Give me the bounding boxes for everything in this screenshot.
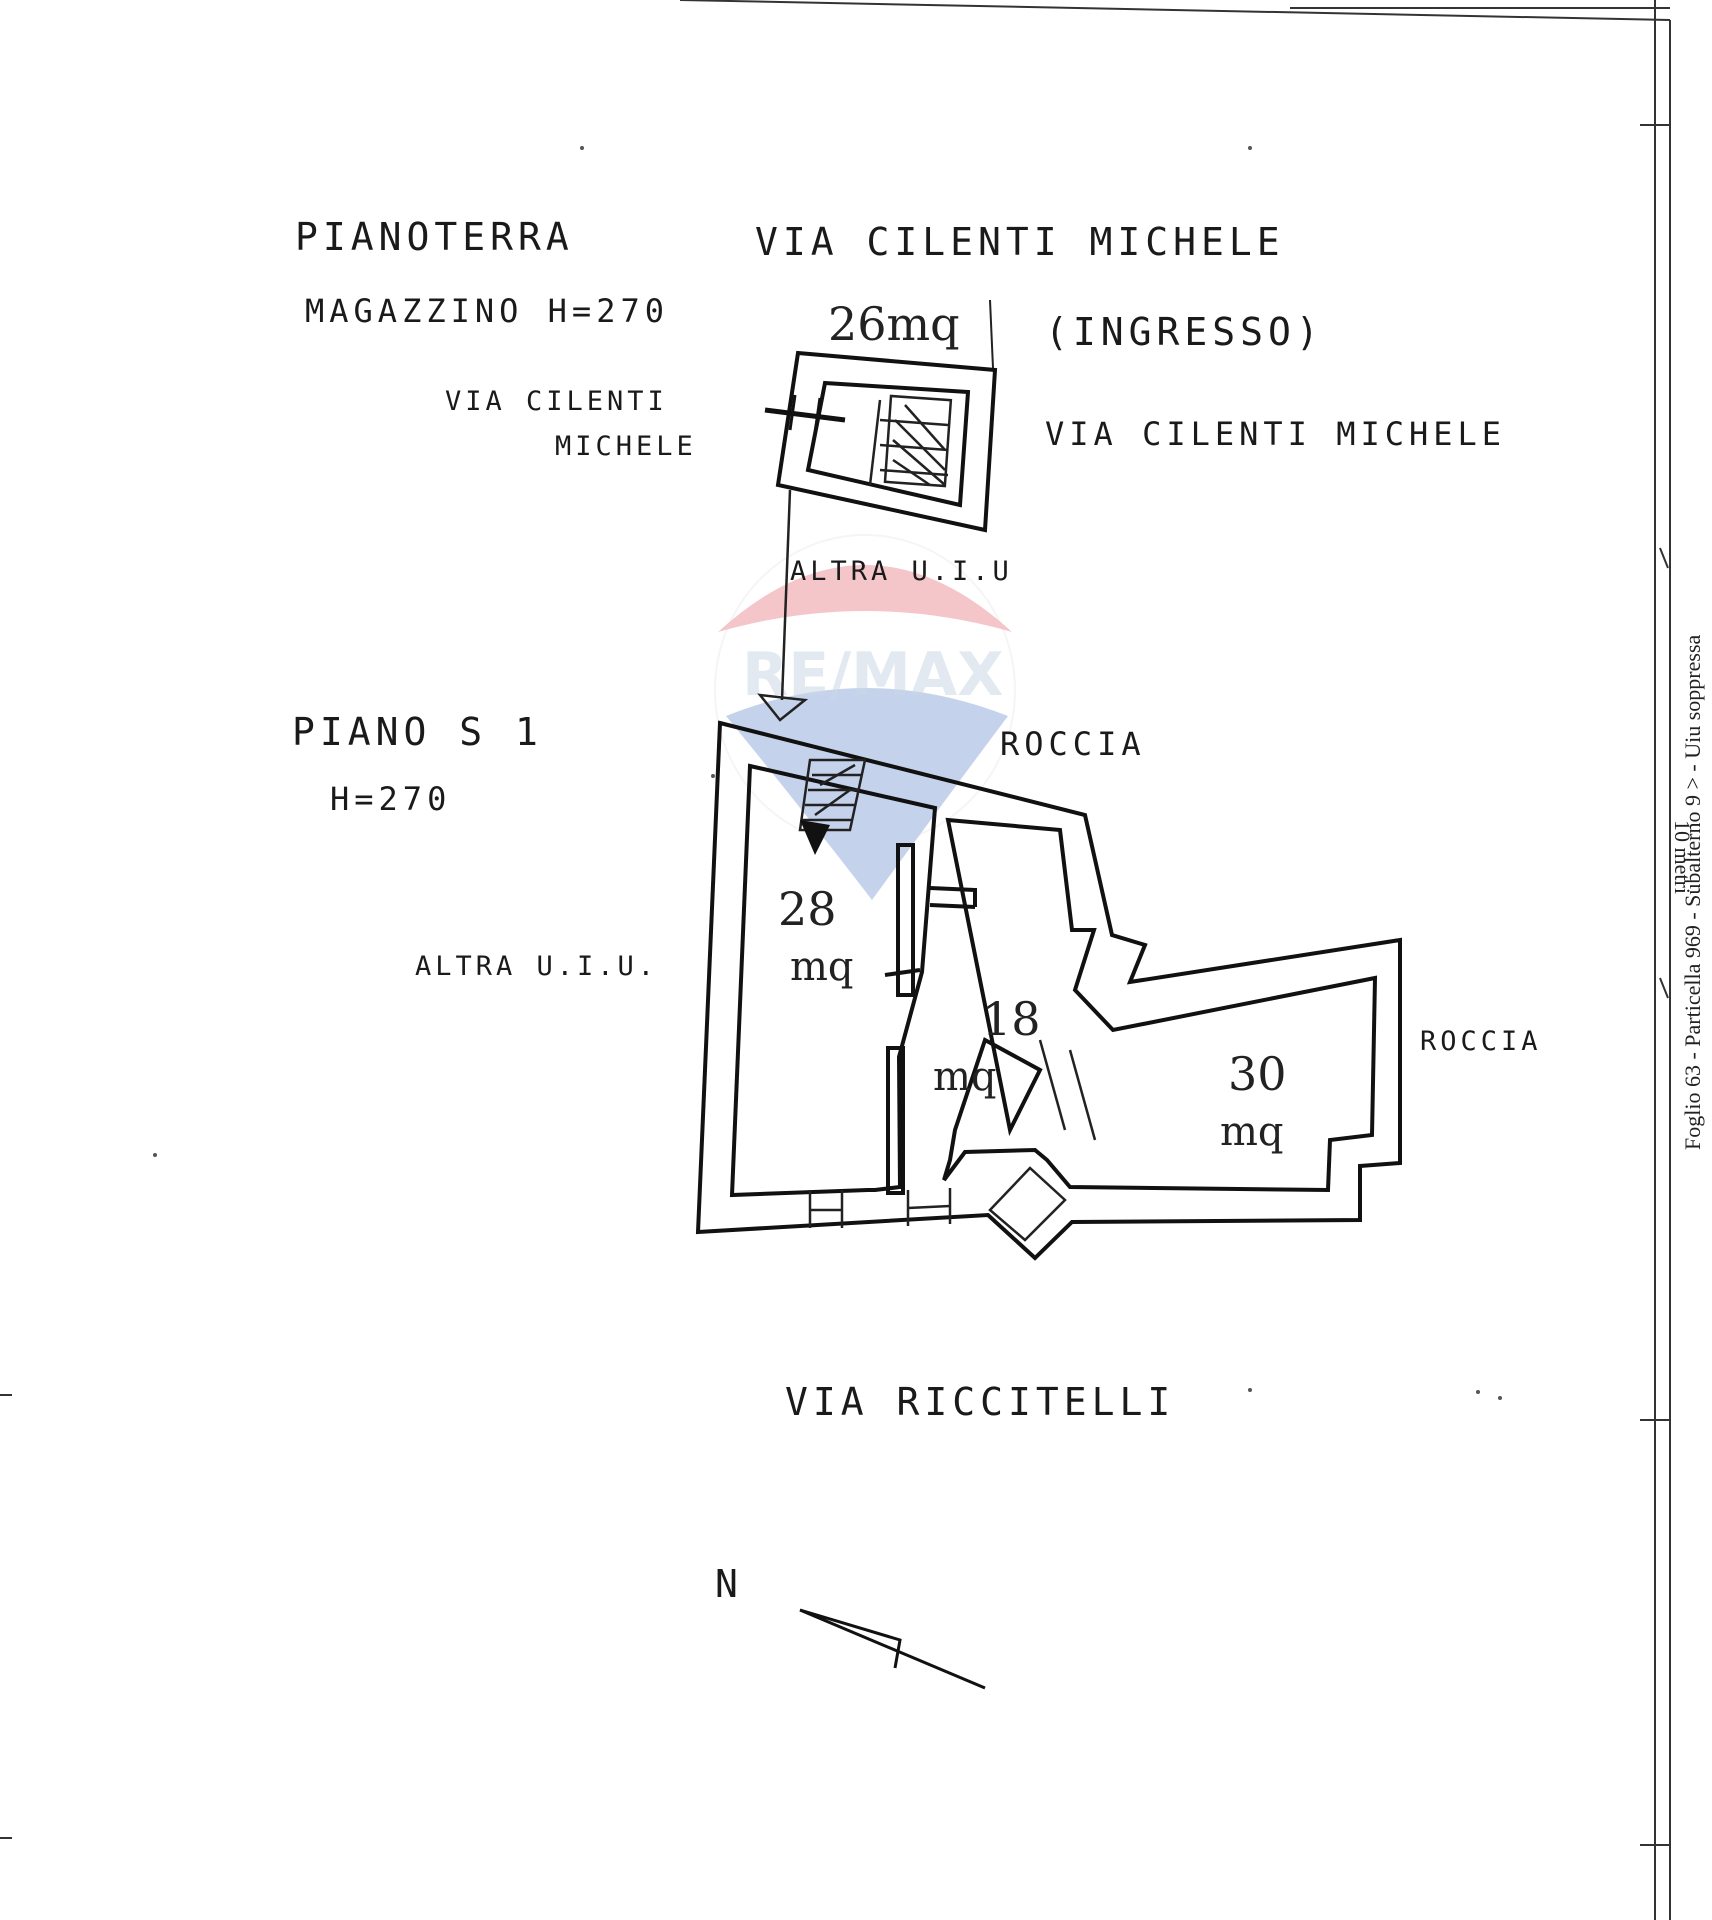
ground-floor-title: PIANOTERRA <box>295 215 574 259</box>
basement-room-1-unit: mq <box>790 944 854 990</box>
margin-reference-text: Foglio 63 - Particella 969 - Subalterno … <box>1680 634 1705 1150</box>
ground-floor-entrance-note: (INGRESSO) <box>1045 310 1324 354</box>
basement-plan <box>695 720 1402 1261</box>
ground-floor-street-right: VIA CILENTI MICHELE <box>1045 415 1506 453</box>
remax-watermark: RE/MAX <box>714 534 1016 900</box>
basement-room-1: 28 mq <box>778 882 854 990</box>
basement-room-2: 18 mq <box>933 992 1041 1100</box>
margin-scale-label: 10 metri <box>1670 820 1695 894</box>
basement-rock-right: ROCCIA <box>1420 1026 1542 1057</box>
basement-room-3: 30 mq <box>1220 1047 1287 1155</box>
floor-connection-arrow <box>757 489 809 722</box>
paper-specks <box>153 146 1502 1400</box>
basement-height: H=270 <box>330 780 451 818</box>
basement-room-2-unit: mq <box>933 1054 997 1100</box>
north-label: N <box>715 1562 743 1606</box>
basement-room-2-area: 18 <box>982 992 1041 1046</box>
ground-floor-street-left-line1: VIA CILENTI <box>445 386 668 417</box>
ground-floor-area: 26mq <box>828 297 960 351</box>
basement-rock-top: ROCCIA <box>1000 725 1146 763</box>
ground-floor-plan <box>764 299 998 533</box>
basement-street-bottom: VIA RICCITELLI <box>785 1380 1175 1424</box>
sheet-frame <box>0 0 1671 1920</box>
basement-title: PIANO S 1 <box>292 710 543 754</box>
basement-neighbor-left: ALTRA U.I.U. <box>415 951 658 982</box>
margin-scale-text: 10 metri <box>1670 820 1695 894</box>
ground-floor-neighbor: ALTRA U.I.U <box>790 556 1013 587</box>
ground-floor-street-left-line2: MICHELE <box>555 431 697 462</box>
ground-floor-street-top: VIA CILENTI MICHELE <box>755 220 1285 264</box>
basement-room-3-area: 30 <box>1228 1047 1287 1101</box>
north-arrow: N <box>715 1562 986 1690</box>
basement-room-1-area: 28 <box>778 882 837 936</box>
ground-floor-room-label: MAGAZZINO H=270 <box>305 292 669 330</box>
margin-reference-line2: Foglio 63 - Particella 969 - Subalterno … <box>1680 634 1705 1150</box>
basement-room-3-unit: mq <box>1220 1109 1284 1155</box>
